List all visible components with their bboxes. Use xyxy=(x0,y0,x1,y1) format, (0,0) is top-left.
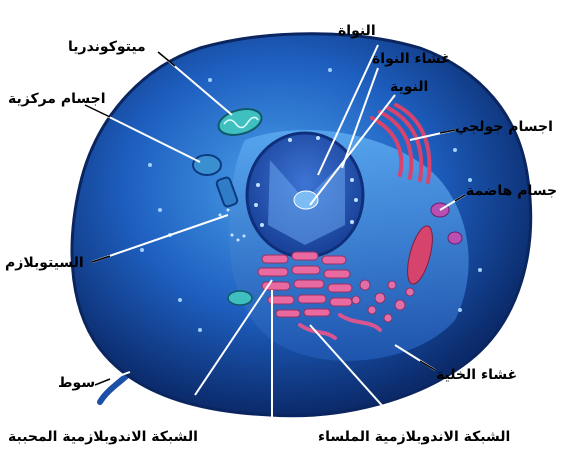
label-smooth-er: الشبكة الاندوبلازمية الملساء xyxy=(318,428,510,446)
label-cell-membrane: غشاء الخلية xyxy=(436,366,517,384)
label-golgi: اجسام جولجي xyxy=(455,118,553,136)
label-nucleus: النواة xyxy=(338,22,376,40)
label-lysosomes: جسام هاضمة xyxy=(466,182,557,200)
label-centrosomes: اجسام مركزية xyxy=(8,90,106,108)
label-mitochondria: ميتوكوندريا xyxy=(68,38,146,56)
label-nuclear-membrane: غشاء النواة xyxy=(372,50,451,68)
label-flagellum: سوط xyxy=(58,374,95,392)
label-rough-er: الشبكة الاندوبلازمية المحببة xyxy=(8,428,198,446)
label-nucleolus: النوية xyxy=(390,78,428,96)
label-cytoplasm: السيتوبلازم xyxy=(5,254,84,272)
